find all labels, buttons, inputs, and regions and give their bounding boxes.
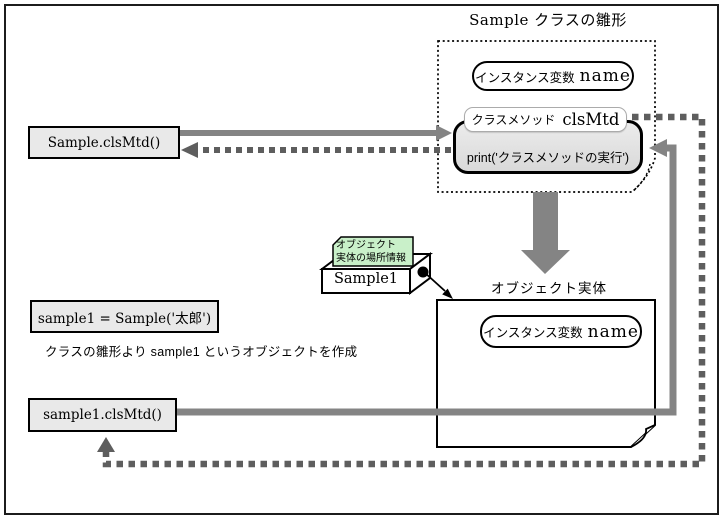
template-instance-var-name: name <box>579 66 631 86</box>
class-method-body: print('クラスメソッドの実行') <box>466 151 630 165</box>
entity-instance-var-label: インスタンス変数 <box>483 326 583 340</box>
class-template-title: Sample クラスの雛形 <box>469 11 627 29</box>
class-method-label: クラスメソッド <box>471 113 556 127</box>
create-call-text: sample1 = Sample('太郎') <box>37 310 212 327</box>
class-method-label-box: クラスメソッド clsMtd <box>464 107 627 132</box>
reference-note-line2: 実体の場所情報 <box>336 253 406 264</box>
entity-instance-var-box: インスタンス変数 name <box>480 315 642 348</box>
entity-instance-var-name: name <box>587 321 639 342</box>
object-entity-title: オブジェクト実体 <box>491 281 607 296</box>
reference-box-label: Sample1 <box>333 271 399 287</box>
class-call-text: Sample.clsMtd() <box>47 134 161 151</box>
diagram-frame <box>4 4 719 515</box>
class-call-box: Sample.clsMtd() <box>28 126 180 159</box>
class-method-name: clsMtd <box>562 110 620 129</box>
template-instance-var-label: インスタンス変数 <box>475 70 575 85</box>
create-caption: クラスの雛形より sample1 というオブジェクトを作成 <box>45 345 358 359</box>
create-call-box: sample1 = Sample('太郎') <box>30 300 219 333</box>
instance-call-box: sample1.clsMtd() <box>28 398 177 432</box>
instance-call-text: sample1.clsMtd() <box>43 407 162 423</box>
reference-note-line1: オブジェクト <box>336 240 396 251</box>
template-instance-var-box: インスタンス変数 name <box>472 61 634 91</box>
reference-note-text: オブジェクト 実体の場所情報 <box>336 239 414 265</box>
